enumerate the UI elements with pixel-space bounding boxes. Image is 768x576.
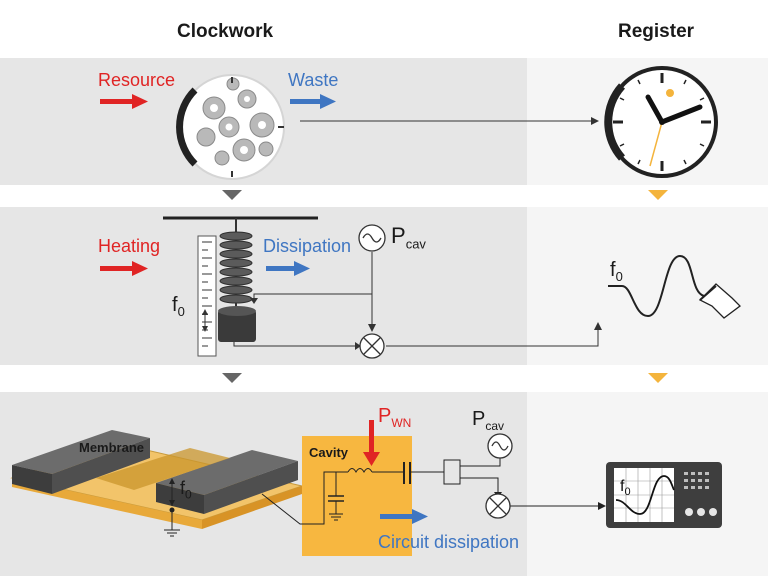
resource-label: Resource — [98, 70, 176, 90]
down-arrow-left-1 — [222, 190, 242, 200]
clockwork-gear-icon — [176, 74, 285, 180]
register-f0-label: f0 — [610, 259, 623, 284]
register-header: Register — [618, 21, 695, 42]
pwn-label: PWN — [378, 405, 411, 430]
down-arrow-left-2 — [222, 373, 242, 383]
f0-label-row2: f0 — [172, 294, 185, 319]
scope-f0-main: f — [620, 478, 625, 495]
f0-main-row2: f — [172, 294, 178, 316]
f0-label-row3: f0 — [180, 478, 192, 502]
ac-source-icon-row2 — [358, 224, 386, 252]
heating-label: Heating — [98, 236, 161, 256]
mixer-icon-row3 — [485, 493, 511, 519]
mixer-wiring-row2 — [233, 252, 602, 350]
cavity-label: Cavity — [309, 445, 349, 460]
circuit-dissipation-label: Circuit dissipation — [378, 532, 520, 552]
resource-arrow — [100, 94, 148, 109]
down-arrow-right-2 — [648, 373, 668, 383]
pwn-sub: WN — [391, 416, 412, 430]
p-cav-label-row2: Pcav — [391, 223, 426, 251]
register-f0-main: f — [610, 259, 616, 281]
membrane-device-icon — [10, 430, 304, 537]
clockwork-header: Clockwork — [177, 21, 274, 42]
mixer-icon-row2 — [359, 333, 385, 359]
dissipation-arrow — [266, 261, 310, 276]
cavity-box — [302, 436, 412, 556]
p-cav-label-row3: Pcav — [472, 408, 504, 433]
scope-f0-label: f0 — [620, 478, 631, 498]
heating-arrow — [100, 261, 148, 276]
scope-f0-sub: 0 — [624, 486, 631, 499]
circuit-dissipation-arrow — [380, 509, 428, 524]
dissipation-label: Dissipation — [263, 236, 352, 256]
membrane-label: Membrane — [79, 440, 145, 455]
oscilloscope-icon — [606, 462, 722, 528]
cavity-circuit — [261, 456, 606, 525]
row-oscillator-band — [0, 207, 768, 365]
pwn-main: P — [378, 405, 392, 427]
p-cav-sub-row2: cav — [405, 236, 426, 252]
down-arrow-right-1 — [648, 190, 668, 200]
f0-sub-row3: 0 — [185, 487, 192, 502]
pwn-arrow — [363, 420, 380, 466]
ac-source-icon-row3 — [487, 433, 513, 459]
p-cav-main-row3: P — [472, 408, 486, 430]
waste-label: Waste — [288, 70, 339, 90]
f0-main-row3: f — [180, 478, 186, 498]
register-f0-sub: 0 — [615, 269, 623, 284]
p-cav-main-row2: P — [391, 223, 406, 248]
waste-arrow — [290, 94, 336, 109]
f0-sub-row2: 0 — [177, 304, 185, 319]
p-cav-sub-row3: cav — [485, 419, 505, 433]
wall-clock-icon — [604, 66, 718, 178]
pen-plot-icon — [608, 254, 741, 319]
spring-oscillator-icon — [163, 216, 318, 357]
